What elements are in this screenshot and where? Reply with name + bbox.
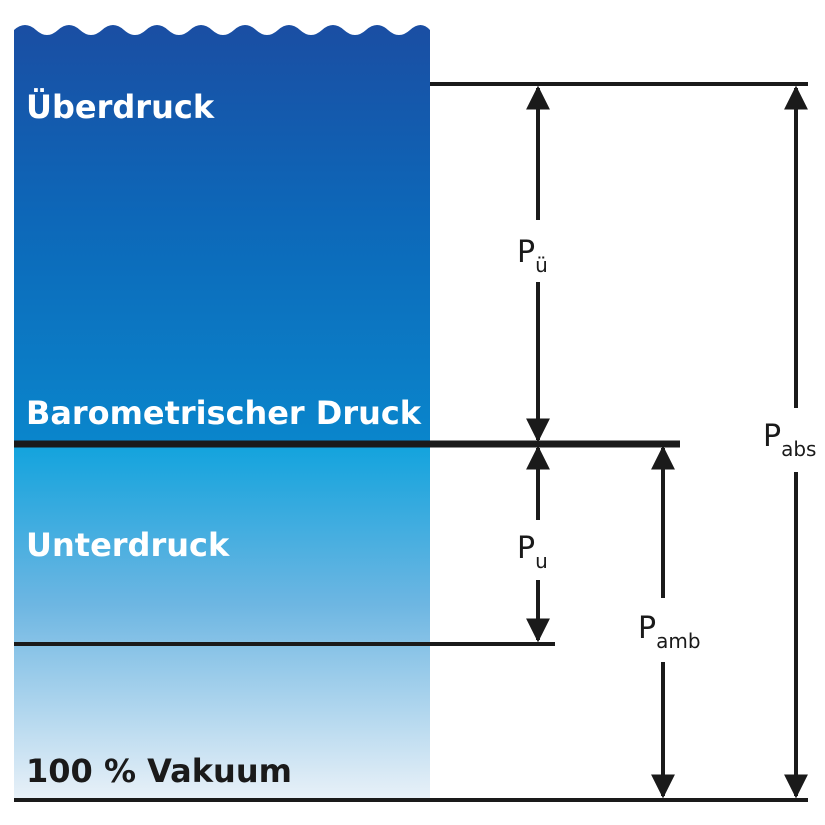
vacuum-label: 100 % Vakuum bbox=[26, 752, 292, 790]
barometric-label: Barometrischer Druck bbox=[26, 394, 422, 432]
ambient-pressure-label: Pamb bbox=[638, 611, 701, 653]
vacuum-gauge-label: Pu bbox=[517, 531, 548, 573]
overpressure-label: Überdruck bbox=[26, 88, 215, 126]
absolute-pressure-label: Pabs bbox=[763, 419, 816, 461]
overpressure-zone bbox=[14, 25, 430, 444]
underpressure-zone bbox=[14, 444, 430, 800]
underpressure-label: Unterdruck bbox=[26, 526, 230, 564]
gauge-pressure-label: Pü bbox=[517, 235, 548, 277]
